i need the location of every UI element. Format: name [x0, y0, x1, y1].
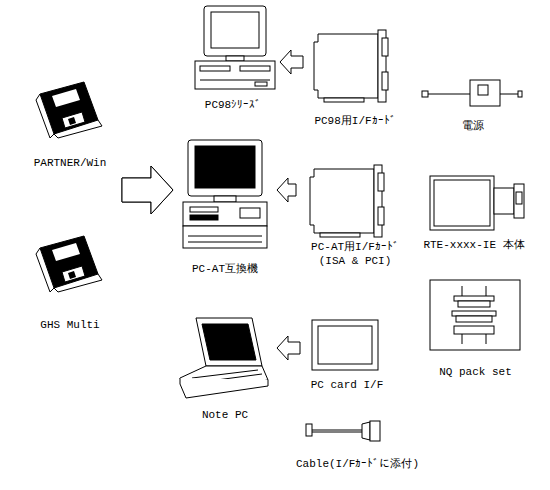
diagram-node: Cable(I/Fｶｰﾄﾞに添付)	[280, 415, 435, 471]
hollow-arrow	[122, 166, 173, 214]
node-caption: 電源	[462, 119, 484, 133]
node-caption: PC98ｼﾘｰｽﾞ	[205, 98, 261, 112]
node-caption: PC-AT互換機	[192, 262, 258, 276]
diagram-node: PC98用I/Fｶｰﾄﾞ	[305, 28, 405, 128]
diagram-node: PC-AT互換機	[175, 138, 275, 276]
pc-at-computer	[183, 140, 267, 248]
diagram-node: 電源	[420, 68, 525, 133]
pc-card	[312, 320, 378, 370]
software-disk	[36, 82, 102, 292]
cable	[306, 421, 380, 441]
hollow-arrow	[280, 50, 303, 74]
hollow-arrow	[277, 178, 296, 202]
node-caption: Cable(I/Fｶｰﾄﾞに添付)	[296, 457, 419, 471]
interface-card	[310, 30, 388, 237]
hollow-arrow	[122, 166, 173, 214]
diagram-node: PC-AT用I/Fｶｰﾄﾞ (ISA & PCI)	[298, 163, 412, 268]
pc98-computer	[195, 6, 275, 89]
diagram-node: GHS Multi	[20, 232, 120, 332]
node-caption: PC-AT用I/Fｶｰﾄﾞ (ISA & PCI)	[298, 240, 412, 268]
diagram-node: NQ pack set	[428, 280, 523, 379]
diagram-node: PARTNER/Win	[20, 78, 120, 170]
node-caption: PC98用I/Fｶｰﾄﾞ	[314, 114, 395, 128]
node-caption: RTE-xxxx-IE 本体	[423, 238, 524, 252]
diagram-node: PC98ｼﾘｰｽﾞ	[188, 4, 278, 112]
note-pc	[180, 318, 268, 398]
emulator-body	[430, 176, 524, 230]
diagram-node: RTE-xxxx-IE 本体	[418, 172, 530, 252]
diagram-node: PC card I/F	[302, 318, 392, 392]
node-caption: PC card I/F	[311, 378, 384, 392]
node-caption: PARTNER/Win	[34, 156, 107, 170]
node-caption: NQ pack set	[439, 365, 512, 379]
diagram-node: Note PC	[175, 312, 275, 422]
nq-pack	[430, 280, 520, 350]
node-caption: Note PC	[202, 408, 248, 422]
node-caption: GHS Multi	[40, 318, 99, 332]
hollow-arrow	[277, 336, 300, 360]
power-supply	[422, 80, 522, 106]
